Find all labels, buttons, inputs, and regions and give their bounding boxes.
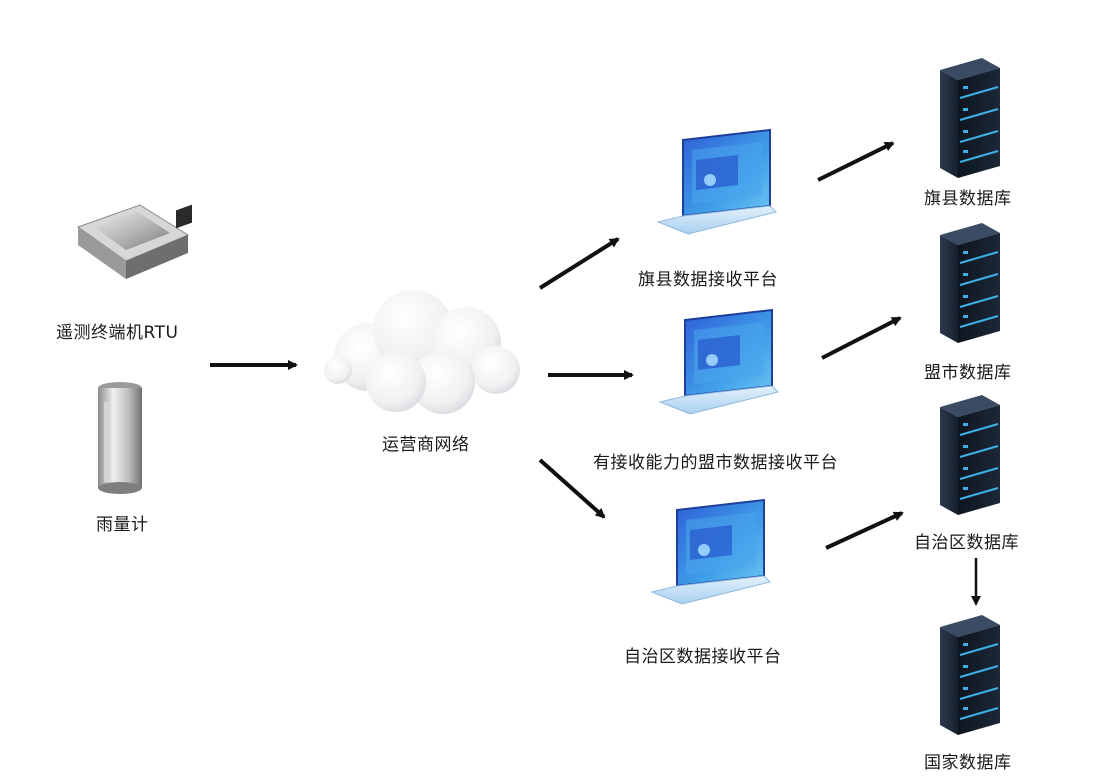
arrow-network-to-region-platform [538, 458, 606, 519]
cloud-icon [324, 290, 520, 414]
rtu-label: 遥测终端机RTU [56, 323, 179, 343]
db-region-label: 自治区数据库 [914, 533, 1019, 553]
rain-gauge-label: 雨量计 [96, 515, 149, 535]
server-icon [939, 394, 1001, 516]
arrow-network-to-county-platform [538, 237, 620, 290]
db-city-label: 盟市数据库 [924, 363, 1012, 383]
laptop-icon [651, 499, 771, 605]
server-icon [939, 614, 1001, 736]
platform-region-label: 自治区数据接收平台 [624, 647, 782, 667]
arrow-county-platform-to-db [817, 141, 895, 182]
server-icon [939, 57, 1001, 179]
platform-city-label: 有接收能力的盟市数据接收平台 [593, 453, 838, 473]
arrow-city-platform-to-db [821, 316, 902, 360]
rain-gauge-icon [98, 382, 142, 494]
db-national-label: 国家数据库 [924, 753, 1012, 773]
laptop-icon [657, 129, 777, 235]
server-icon [939, 222, 1001, 344]
laptop-icon [659, 309, 779, 415]
platform-county-label: 旗县数据接收平台 [638, 270, 778, 290]
network-label: 运营商网络 [382, 435, 470, 455]
db-county-label: 旗县数据库 [924, 189, 1012, 209]
rtu-device-icon [76, 204, 192, 279]
arrow-region-platform-to-db [825, 511, 904, 550]
